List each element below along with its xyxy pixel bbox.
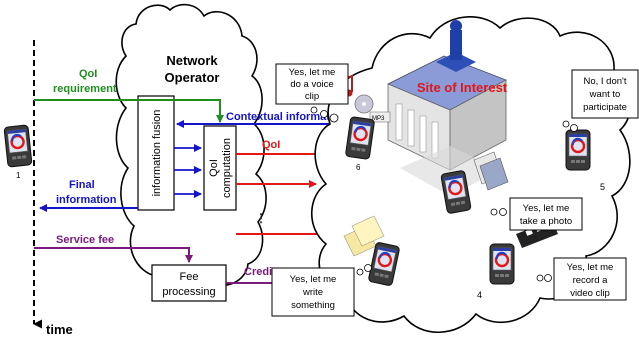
bubble-no-text-1: No, I don't [583, 76, 626, 87]
bubble-write-text-2: write [302, 287, 323, 298]
bubble-take-photo [490, 197, 583, 231]
user-device-left [2, 123, 34, 169]
bubble-write-text-3: something [291, 300, 335, 311]
user-device-no [564, 128, 592, 172]
credit-label: Credit [244, 266, 276, 278]
fee-processing-box [151, 264, 227, 302]
device-number-4: 4 [477, 290, 482, 300]
device-number-1: 1 [16, 171, 21, 180]
fee-processing-label-2: processing [162, 286, 215, 298]
more-arrows-ellipsis: ⋮ [255, 211, 267, 225]
qoi-requirement-arrow [34, 99, 224, 123]
qoi-label: QoI [262, 139, 280, 151]
bubble-video-text-2: record a [573, 275, 609, 286]
bubble-voice-text-2: do a voice [290, 79, 333, 90]
network-operator-title-2: Operator [165, 70, 220, 85]
bubble-no-text-3: participate [583, 102, 627, 113]
qoi-computation-box [203, 125, 237, 211]
information-fusion-box [137, 95, 175, 211]
fee-processing-label-1: Fee [180, 271, 199, 283]
bubble-record-video [536, 257, 627, 301]
bubble-write-something [271, 264, 372, 317]
service-fee-label: Service fee [56, 234, 114, 246]
photos-icon [473, 151, 509, 191]
final-information-label-1: Final [69, 179, 95, 191]
site-of-interest-building [387, 20, 507, 196]
qoi-requirement-label-2: requirement [53, 83, 117, 95]
mp3-badge: MP3 [372, 116, 385, 122]
information-fusion-label: information fusion [151, 110, 163, 197]
time-axis-label: time [46, 322, 73, 337]
bubble-no-text-2: want to [589, 89, 621, 100]
contextual-information-label: Contextual information [226, 111, 347, 123]
bubble-video-text-3: video clip [570, 288, 610, 299]
qoi-requirement-label-1: QoI [79, 68, 97, 80]
bubble-write-text-1: Yes, let me [290, 274, 337, 285]
bubble-no-participate [562, 69, 639, 132]
network-operator-title-1: Network [166, 53, 218, 68]
bubble-voice-text-1: Yes, let me [289, 67, 336, 78]
final-information-label-2: information [56, 194, 117, 206]
bubble-photo-text-2: take a photo [520, 216, 572, 227]
device-number-6: 6 [356, 163, 361, 172]
device-number-5: 5 [600, 182, 605, 192]
bubble-voice-clip [275, 63, 349, 123]
user-device-video [488, 242, 516, 286]
bubble-video-text-1: Yes, let me [567, 262, 614, 273]
qoi-computation-label-1: QoI [208, 159, 220, 177]
user-device-voice [344, 115, 376, 161]
bubble-voice-text-3: clip [305, 91, 319, 102]
qoi-computation-label-2: computation [221, 138, 233, 198]
site-of-interest-label: Site of Interest [417, 80, 508, 95]
service-fee-arrow [34, 247, 193, 263]
bubble-photo-text-1: Yes, let me [523, 203, 570, 214]
